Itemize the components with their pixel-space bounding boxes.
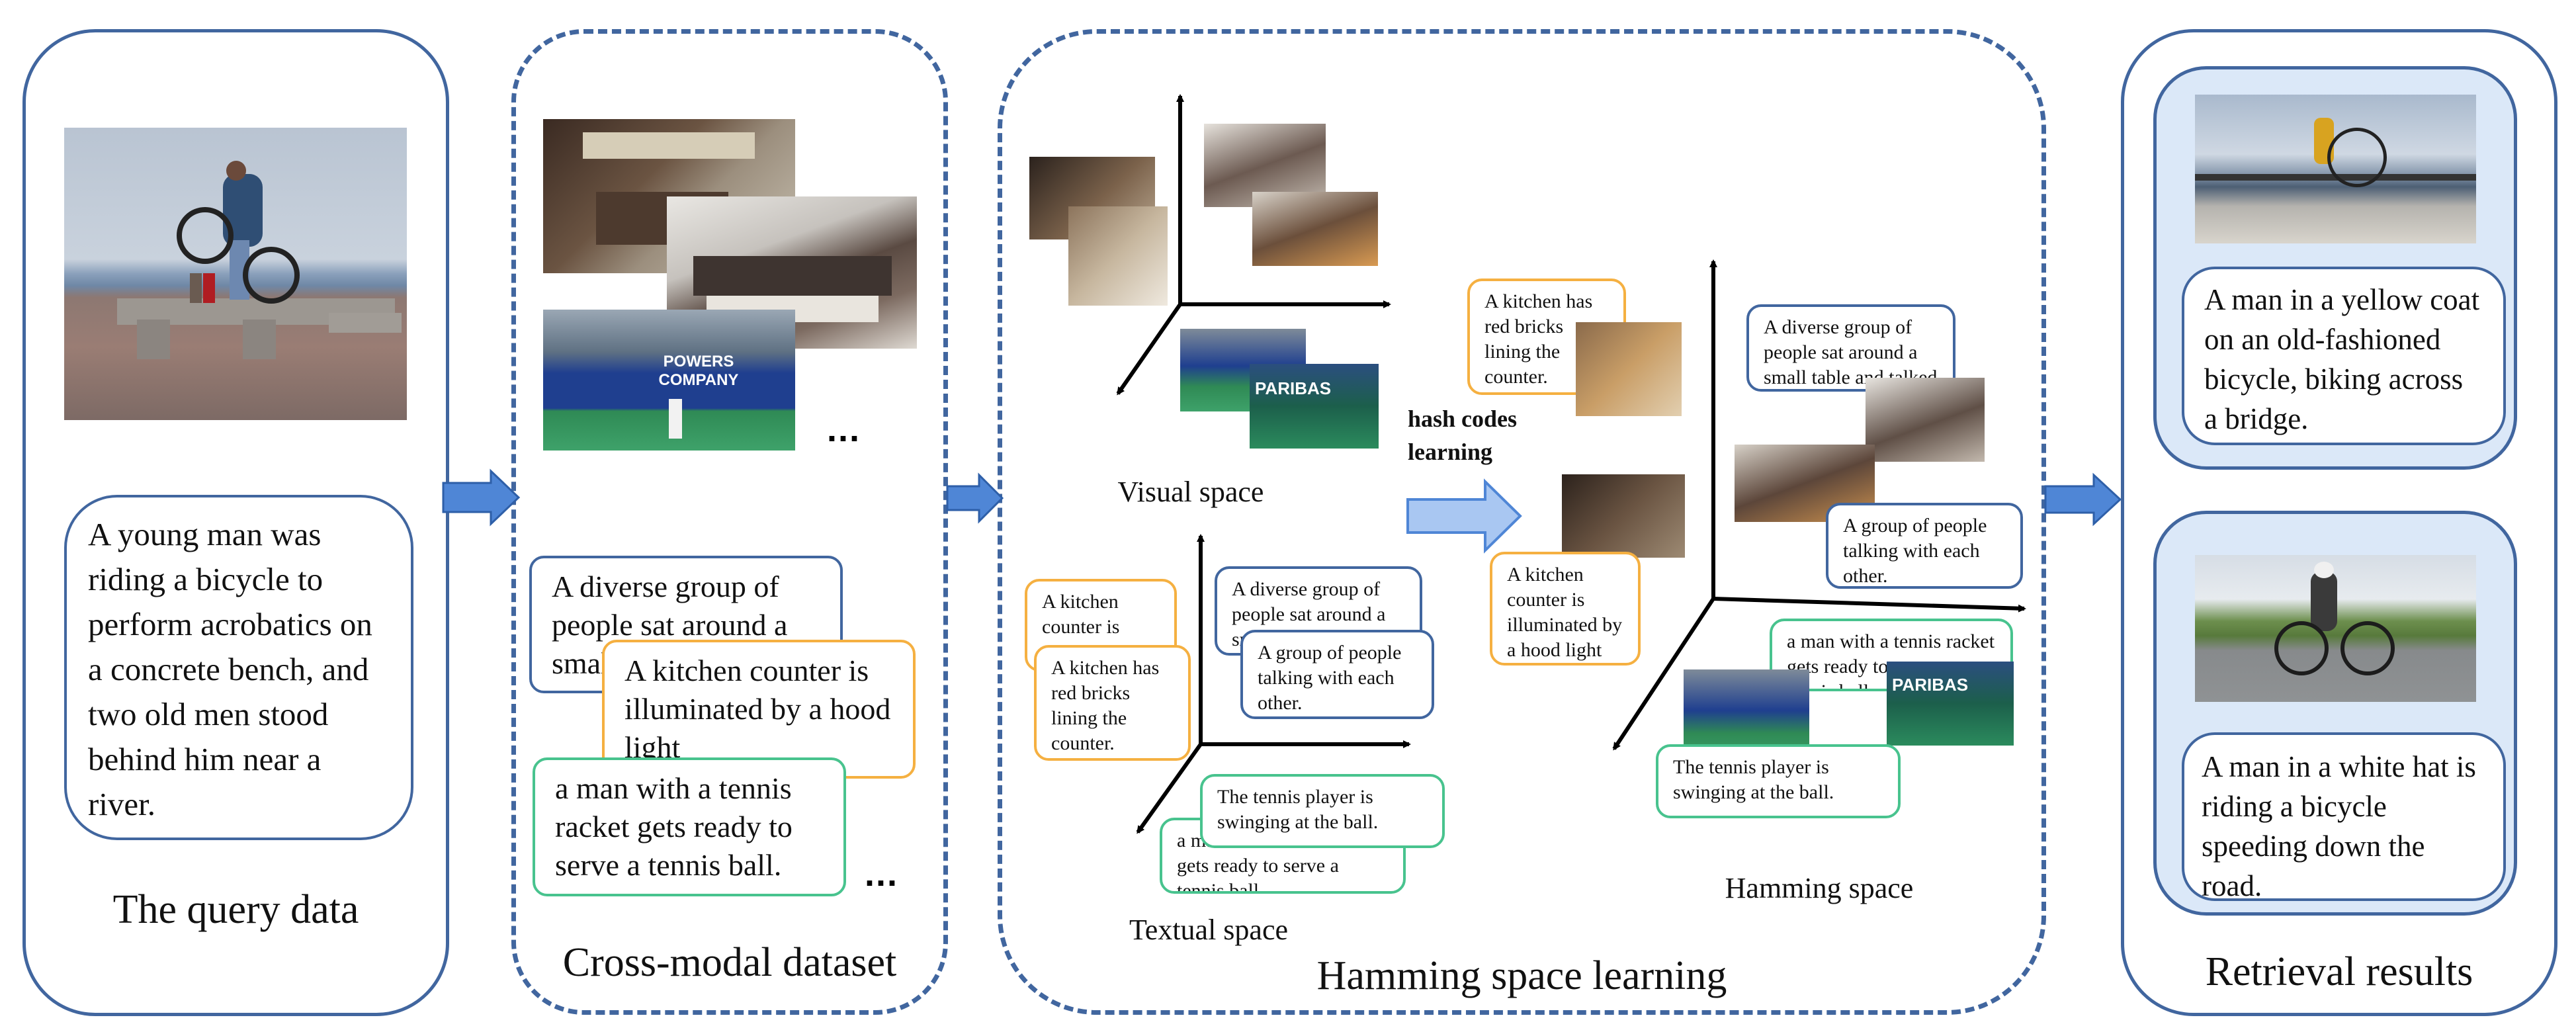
- result-text-box-1: A man in a yellow coat on an old-fashion…: [2182, 267, 2506, 445]
- hamming-image-tennis-b: PARIBAS: [1887, 662, 2014, 746]
- dataset-text-tennis: a man with a tennis racket gets ready to…: [533, 757, 846, 896]
- hamming-text-group-a: A diverse group of people sat around a s…: [1746, 304, 1955, 392]
- results-label: Retrieval results: [2205, 949, 2473, 994]
- powers-sign: POWERS COMPANY: [658, 353, 739, 389]
- dataset-panel: [511, 29, 948, 1015]
- result-image-1: [2195, 95, 2476, 243]
- visual-axes: [1116, 94, 1391, 396]
- query-image: [64, 128, 407, 420]
- results-panel: [2121, 29, 2557, 1016]
- arrow-hash-codes: [1406, 478, 1522, 554]
- result-image-2: [2195, 555, 2476, 702]
- textual-text-kitchen-b: A kitchen has red bricks lining the coun…: [1034, 645, 1191, 761]
- paribas-sign-b: PARIBAS: [1892, 675, 1969, 695]
- dataset-text-tennis-content: a man with a tennis racket gets ready to…: [555, 771, 793, 882]
- hash-codes-label: hash codes learning: [1408, 406, 1518, 465]
- hamming-text-tennis-b: The tennis player is swinging at the bal…: [1656, 744, 1901, 818]
- hamming-text-group-b-content: A group of people talking with each othe…: [1843, 515, 1987, 587]
- arrow-dataset-to-hamming: [946, 472, 1004, 524]
- result-card-2: A man in a white hat is riding a bicycle…: [2153, 511, 2517, 916]
- hamming-image-group-a: [1866, 378, 1985, 462]
- hamming-axes: [1612, 259, 2026, 751]
- visual-space-label: Visual space: [1117, 476, 1264, 508]
- textual-text-group-b: A group of people talking with each othe…: [1240, 630, 1434, 719]
- result-text-1: A man in a yellow coat on an old-fashion…: [2204, 283, 2480, 435]
- textual-text-group-b-content: A group of people talking with each othe…: [1258, 642, 1402, 714]
- visual-image-group-b: [1252, 192, 1378, 266]
- hamming-panel: [998, 29, 2046, 1015]
- hamming-text-group-b: A group of people talking with each othe…: [1826, 503, 2023, 589]
- query-panel: [22, 29, 449, 1016]
- hamming-text-kitchen-b: A kitchen counter is illuminated by a ho…: [1490, 552, 1641, 666]
- visual-image-tennis-b: PARIBAS: [1250, 364, 1379, 449]
- textual-text-tennis-a-content: The tennis player is swinging at the bal…: [1217, 786, 1379, 833]
- query-text: A young man was riding a bicycle to perf…: [88, 516, 372, 822]
- hamming-text-tennis-b-content: The tennis player is swinging at the bal…: [1673, 756, 1834, 803]
- hamming-space-label: Hamming space: [1725, 872, 1914, 904]
- textual-text-kitchen-a-content: A kitchen counter is: [1042, 591, 1120, 638]
- textual-axes: [1136, 534, 1411, 834]
- textual-text-tennis-a: The tennis player is swinging at the bal…: [1200, 774, 1445, 848]
- textual-text-kitchen-b-content: A kitchen has red bricks lining the coun…: [1051, 657, 1160, 754]
- textual-space-label: Textual space: [1129, 914, 1289, 946]
- dataset-image-tennis: POWERS COMPANY: [543, 310, 795, 451]
- dataset-images-ellipsis: ...: [827, 409, 861, 449]
- hamming-text-kitchen-b-content: A kitchen counter is illuminated by a ho…: [1507, 564, 1623, 661]
- query-text-box: A young man was riding a bicycle to perf…: [64, 495, 413, 840]
- hamming-label: Hamming space learning: [1316, 953, 1727, 998]
- hamming-image-kitchen-b: [1562, 474, 1685, 558]
- paribas-sign-a: PARIBAS: [1255, 378, 1332, 398]
- query-label: The query data: [112, 887, 359, 932]
- dataset-text-ellipsis: ...: [865, 854, 899, 894]
- dataset-label: Cross-modal dataset: [562, 940, 897, 985]
- hamming-text-kitchen-a-content: A kitchen has red bricks lining the coun…: [1484, 290, 1593, 388]
- result-text-2: A man in a white hat is riding a bicycle…: [2202, 750, 2476, 901]
- visual-image-kitchen-b: [1068, 206, 1168, 306]
- result-card-1: A man in a yellow coat on an old-fashion…: [2153, 66, 2517, 470]
- hamming-image-kitchen-a: [1576, 322, 1682, 416]
- arrow-query-to-dataset: [442, 468, 521, 527]
- arrow-hamming-to-results: [2044, 472, 2122, 527]
- result-text-box-2: A man in a white hat is riding a bicycle…: [2182, 732, 2506, 901]
